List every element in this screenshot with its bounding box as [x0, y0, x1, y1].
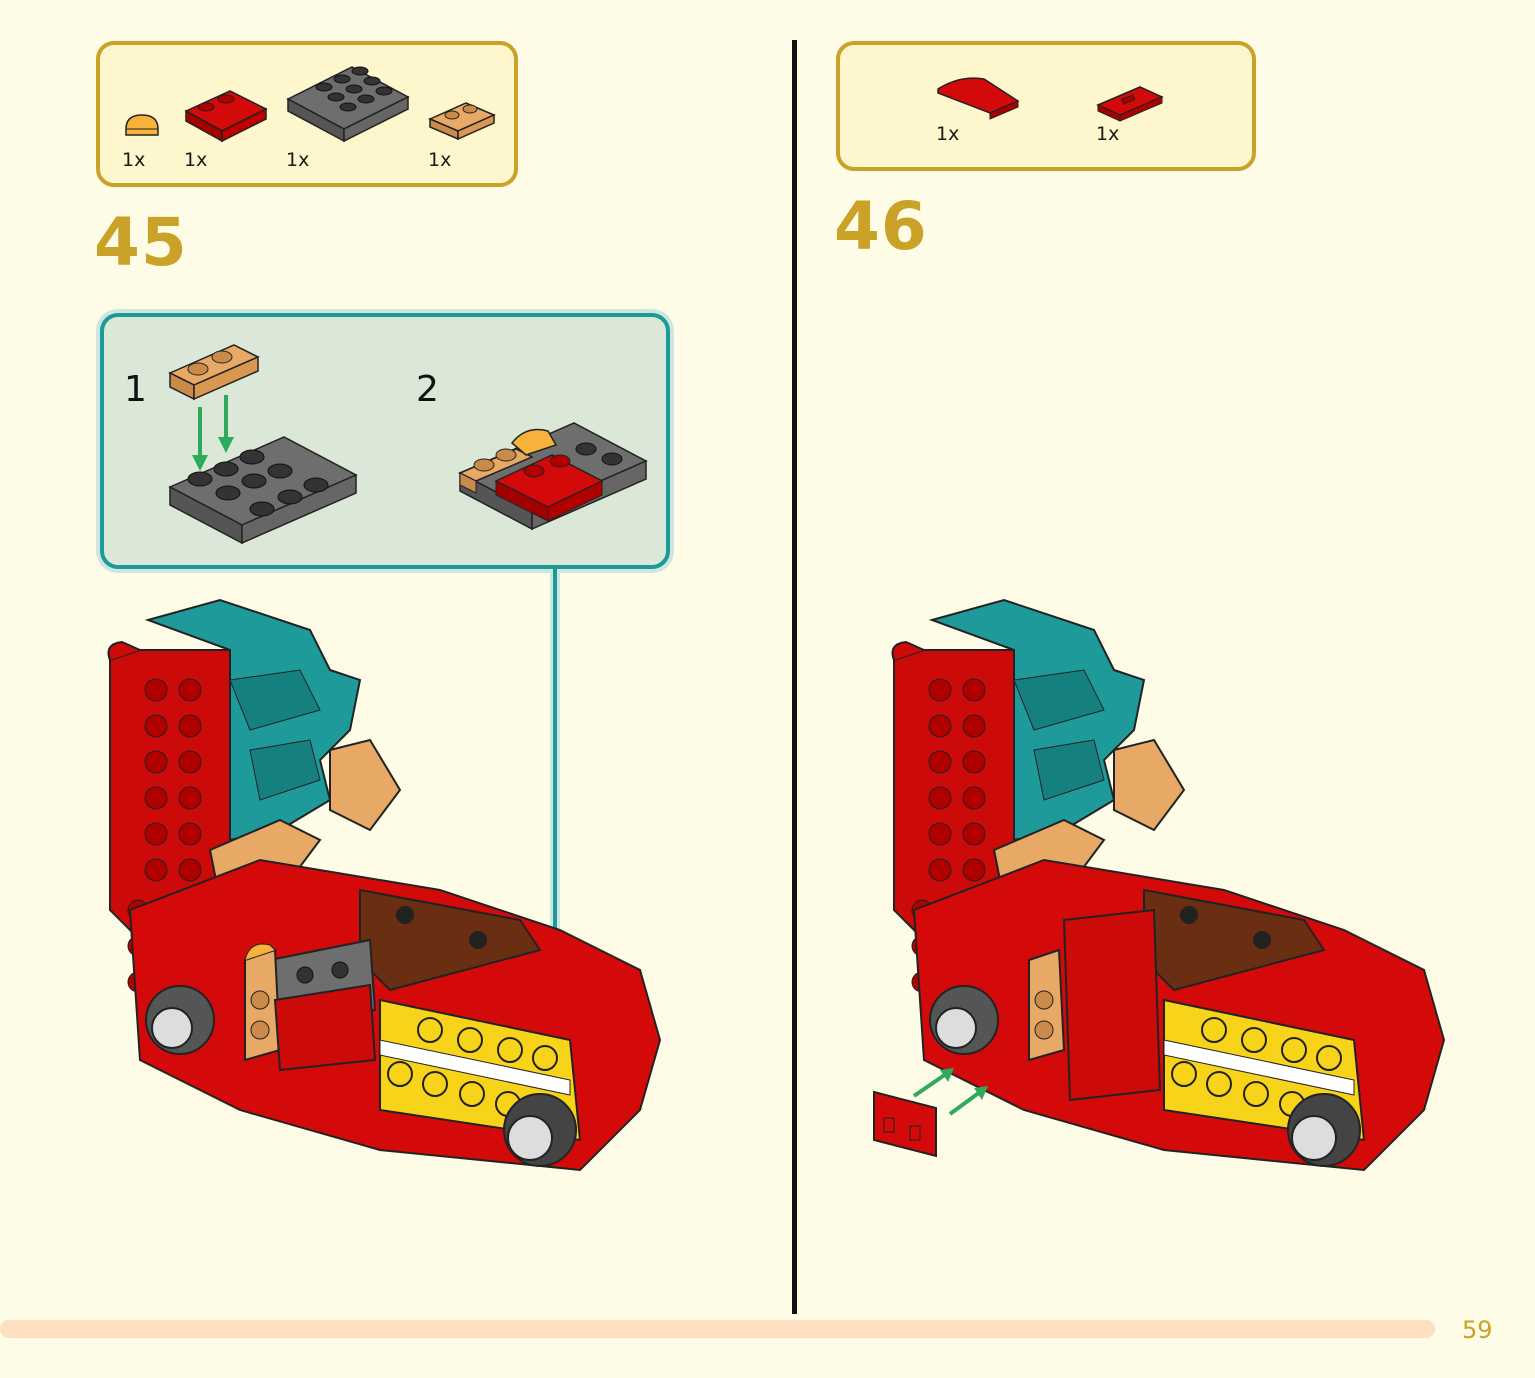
dark-gray-plate-3x4-icon: [286, 66, 410, 143]
part-qty: 1x: [936, 123, 960, 145]
substep-number-2: 2: [416, 369, 439, 410]
step-number-46: 46: [834, 188, 928, 265]
part-qty: 1x: [184, 149, 208, 171]
substep-1-illustration: [168, 344, 358, 545]
red-plate-2x2-icon: [184, 90, 268, 143]
part-qty: 1x: [122, 149, 146, 171]
step-45-model-illustration: [107, 598, 662, 1172]
parts-list-step-46: 1x 1x: [836, 41, 1256, 171]
footer-progress-bar: [0, 1320, 1435, 1338]
step-divider-line: [792, 40, 797, 1314]
red-curved-slope-icon: [937, 77, 1020, 120]
sub-assembly-box: 1 2: [100, 313, 670, 569]
part-qty: 1x: [286, 149, 310, 171]
tan-plate-1x2-icon: [428, 102, 496, 141]
substep-number-1: 1: [124, 369, 147, 410]
bright-orange-round-tile-icon: [125, 114, 159, 136]
red-tile-with-clip-icon: [1096, 86, 1164, 122]
part-qty: 1x: [1096, 123, 1120, 145]
part-qty: 1x: [428, 149, 452, 171]
step-number-45: 45: [94, 204, 188, 281]
substep-2-illustration: [458, 422, 648, 531]
arrow-up-right-icon: [912, 1068, 988, 1116]
parts-list-step-45: 1x 1x 1x 1x: [96, 41, 518, 187]
step-46-model-illustration: [873, 598, 1446, 1172]
page-number: 59: [1462, 1316, 1493, 1344]
